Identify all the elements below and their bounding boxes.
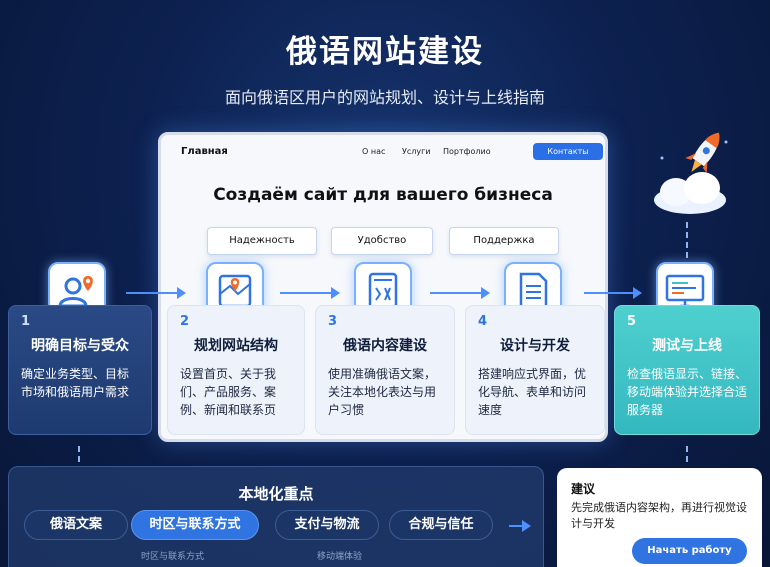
panel-arrow (509, 520, 531, 532)
flow-arrow-2 (280, 287, 340, 299)
step-description: 搭建响应式界面，优化导航、表单和访问速度 (478, 367, 587, 417)
step-number: 1 (21, 314, 31, 329)
step-title: 设计与开发 (500, 338, 570, 354)
tag-payment-logistics[interactable]: 支付与物流 (275, 510, 379, 540)
mockup-nav-portfolio[interactable]: Портфолио (443, 147, 491, 156)
step-description: 设置首页、关于我们、产品服务、案例、新闻和联系页 (180, 367, 277, 417)
start-work-button[interactable]: Начать работу (632, 538, 747, 564)
mockup-pill-reliability: Надежность (207, 227, 317, 255)
step-number: 5 (627, 314, 637, 329)
mockup-pill-support: Поддержка (449, 227, 559, 255)
step-title: 俄语内容建设 (343, 338, 427, 354)
tag-compliance-trust[interactable]: 合规与信任 (389, 510, 493, 540)
mockup-navbar: Главная О нас Услуги Портфолио Контакты (161, 135, 605, 169)
page-subtitle: 面向俄语区用户的网站规划、设计与上线指南 (224, 88, 545, 107)
tag-timezone-contact[interactable]: 时区与联系方式 (131, 510, 259, 540)
mockup-nav-brand[interactable]: Главная (181, 146, 228, 157)
step-5-connector (686, 446, 688, 462)
step-number: 4 (478, 314, 488, 329)
step-number: 2 (180, 314, 190, 329)
step-description: 使用准确俄语文案，关注本地化表达与用户习惯 (328, 367, 437, 417)
mockup-contacts-button[interactable]: Контакты (533, 143, 603, 160)
mockup-hero-title: Создаём сайт для вашего бизнеса (213, 185, 553, 205)
flow-arrow-3 (430, 287, 490, 299)
step-number: 3 (328, 314, 338, 329)
subtag-mobile: 移动端体验 (317, 552, 363, 562)
subtag-timezone: 时区与联系方式 (141, 552, 205, 562)
localization-panel: 本地化重点 俄语文案 时区与联系方式 支付与物流 合规与信任 时区与联系方式 移… (8, 466, 544, 567)
step-description: 检查俄语显示、链接、移动端体验并选择合适服务器 (627, 367, 748, 417)
tip-text: 先完成俄语内容架构，再进行视觉设计与开发 (571, 501, 747, 530)
step-card-3: 3 俄语内容建设 使用准确俄语文案，关注本地化表达与用户习惯 (315, 305, 455, 435)
flow-arrow-4 (584, 287, 642, 299)
mockup-nav-about[interactable]: О нас (362, 147, 386, 156)
step-description: 确定业务类型、目标市场和俄语用户需求 (21, 367, 130, 399)
step-card-5: 5 测试与上线 检查俄语显示、链接、移动端体验并选择合适服务器 (614, 305, 760, 435)
step-card-1: 1 明确目标与受众 确定业务类型、目标市场和俄语用户需求 (8, 305, 152, 435)
page-title: 俄语网站建设 (286, 34, 484, 70)
mockup-nav-services[interactable]: Услуги (402, 147, 431, 156)
step-title: 规划网站结构 (194, 338, 278, 354)
step-title: 测试与上线 (652, 338, 722, 354)
tip-card: 建议 先完成俄语内容架构，再进行视觉设计与开发 Начать работу (557, 468, 762, 567)
document-icon (519, 272, 548, 310)
rocket-icon (654, 132, 728, 214)
mockup-pill-convenience: Удобство (331, 227, 433, 255)
localization-title: 本地化重点 (238, 485, 314, 503)
tag-russian-copy[interactable]: 俄语文案 (24, 510, 128, 540)
step-1-connector (78, 446, 80, 462)
rocket-connector (686, 222, 688, 258)
flow-arrow-1 (126, 287, 186, 299)
tip-title: 建议 (571, 482, 596, 496)
step-title: 明确目标与受众 (31, 338, 129, 354)
step-card-2: 2 规划网站结构 设置首页、关于我们、产品服务、案例、新闻和联系页 (167, 305, 305, 435)
step-card-4: 4 设计与开发 搭建响应式界面，优化导航、表单和访问速度 (465, 305, 605, 435)
